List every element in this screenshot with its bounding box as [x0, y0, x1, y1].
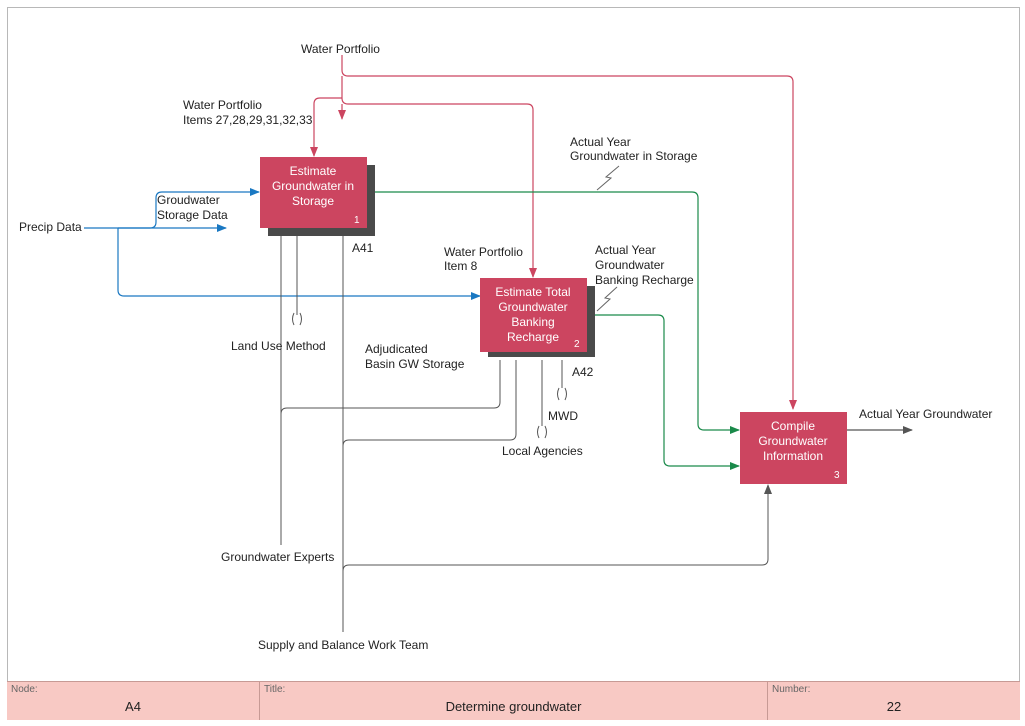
- activity-box-3[interactable]: Compile Groundwater Information 3: [740, 412, 847, 484]
- label-local-agencies: Local Agencies: [502, 444, 583, 458]
- label-adjudicated-line2: Basin GW Storage: [365, 357, 465, 371]
- output-box1-to-box3: [368, 191, 740, 434]
- label-gw-experts: Groundwater Experts: [221, 550, 334, 564]
- footer-title-cell: Title: Determine groundwater: [260, 682, 768, 720]
- footer-number-cell: Number: 22: [768, 682, 1020, 720]
- box2-body: [480, 278, 587, 352]
- activity-box-2[interactable]: Estimate Total Groundwater Banking Recha…: [480, 278, 595, 357]
- label-actual-year-banking-line2: Groundwater: [595, 258, 664, 272]
- box1-body: [260, 157, 367, 228]
- box3-body: [740, 412, 847, 484]
- box2-title-line3: Banking: [511, 315, 554, 329]
- label-supply-team: Supply and Balance Work Team: [258, 638, 428, 652]
- label-actual-year-banking-line3: Banking Recharge: [595, 273, 694, 287]
- box3-number: 3: [834, 470, 840, 481]
- label-actual-year-banking-line1: Actual Year: [595, 243, 656, 257]
- box3-title-line3: Information: [763, 449, 823, 463]
- footer-title-caption: Title:: [264, 684, 286, 695]
- box1-title-line1: Estimate: [290, 164, 337, 178]
- box1-title-line3: Storage: [292, 194, 334, 208]
- label-land-use-method: Land Use Method: [231, 339, 326, 353]
- title-block: Node: A4 Title: Determine groundwater Nu…: [7, 681, 1020, 720]
- footer-number-value: 22: [886, 699, 902, 714]
- tunnel-local-agencies: [537, 425, 547, 439]
- label-wp-items-line2: Items 27,28,29,31,32,33: [183, 113, 313, 127]
- label-gw-storage-data-line1: Groudwater: [157, 193, 220, 207]
- squiggle-banking: [596, 286, 618, 312]
- output-box2-to-box3: [588, 314, 740, 470]
- label-gw-storage-data-line2: Storage Data: [157, 208, 228, 222]
- input-precip-to-box2: [117, 228, 481, 300]
- label-wp-item8-line1: Water Portfolio: [444, 245, 523, 259]
- box1-number: 1: [354, 215, 360, 226]
- box1-title-line2: Groundwater in: [272, 179, 354, 193]
- label-wp-items-line1: Water Portfolio: [183, 98, 262, 112]
- label-actual-year-storage-line1: Actual Year: [570, 135, 631, 149]
- label-actual-year-storage-line2: Groundwater in Storage: [570, 149, 698, 163]
- box2-number: 2: [574, 339, 580, 350]
- control-arrow-to-box1: [310, 97, 342, 157]
- mech-supply-team-box2: [342, 360, 517, 447]
- box2-title-line1: Estimate Total: [495, 285, 570, 299]
- box2-node-ref: A42: [572, 365, 594, 379]
- control-arrow-to-box2: [341, 76, 537, 278]
- footer-node-caption: Node:: [11, 684, 38, 695]
- box2-title-line2: Groundwater: [498, 300, 567, 314]
- label-water-portfolio: Water Portfolio: [301, 42, 380, 56]
- box3-title-line1: Compile: [771, 419, 815, 433]
- squiggle-storage: [596, 165, 620, 191]
- label-wp-item8-line2: Item 8: [444, 259, 478, 273]
- footer-node-cell: Node: A4: [7, 682, 260, 720]
- mech-supply-team-box3: [342, 484, 772, 572]
- activity-box-1[interactable]: Estimate Groundwater in Storage 1: [260, 157, 375, 236]
- box1-node-ref: A41: [352, 241, 374, 255]
- tunnel-land-use: [292, 312, 302, 326]
- tunnel-mwd: [557, 387, 567, 401]
- label-precip-data: Precip Data: [19, 220, 82, 234]
- mech-gw-experts-box2: [280, 360, 501, 415]
- footer-title-value: Determine groundwater: [445, 699, 582, 714]
- footer-node-value: A4: [125, 699, 141, 714]
- diagram-frame: [7, 7, 1020, 720]
- label-adjudicated-line1: Adjudicated: [365, 342, 428, 356]
- control-arrow-to-box3: [341, 55, 797, 410]
- label-mwd: MWD: [548, 409, 578, 423]
- box3-title-line2: Groundwater: [758, 434, 827, 448]
- label-actual-year-gw: Actual Year Groundwater: [859, 407, 992, 421]
- box2-title-line4: Recharge: [507, 330, 559, 344]
- footer-number-caption: Number:: [772, 684, 811, 695]
